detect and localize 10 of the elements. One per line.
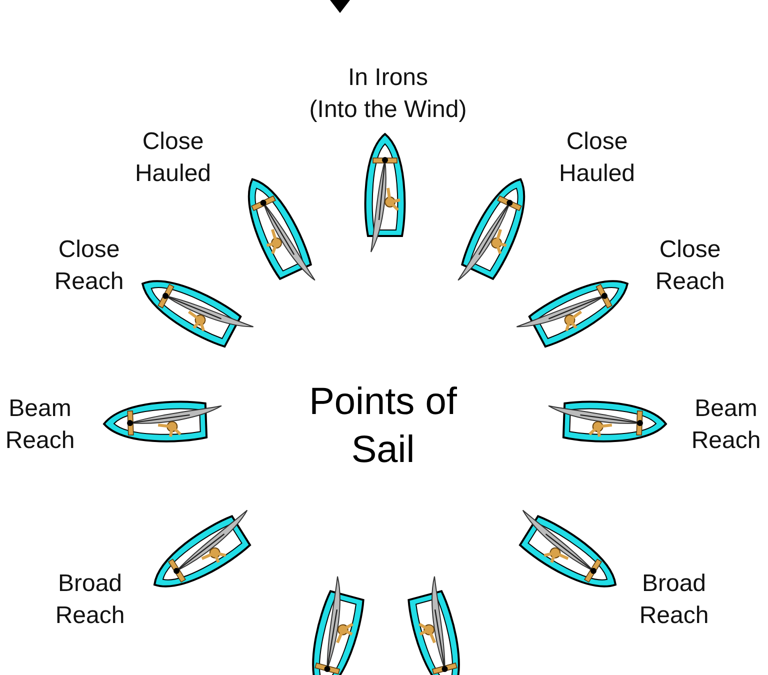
diagram-title: Points of Sail [308,380,458,473]
point-of-sail-label: Beam Reach [690,394,762,456]
point-of-sail-label: Beam Reach [4,394,76,456]
point-of-sail-label: Close Hauled [558,127,636,189]
point-of-sail-label: Broad Reach [54,569,126,631]
point-of-sail-label: Close Hauled [134,127,212,189]
point-of-sail-label: Close Reach [654,235,726,297]
point-of-sail-label: In Irons (Into the Wind) [308,63,468,125]
point-of-sail-label: Broad Reach [638,569,710,631]
point-of-sail-label: Close Reach [53,235,125,297]
